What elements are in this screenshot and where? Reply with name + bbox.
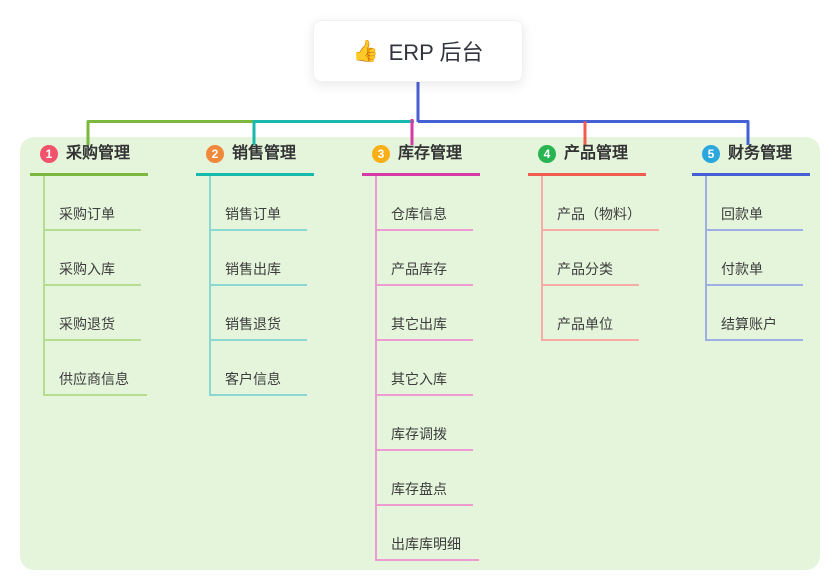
child-node-label: 库存调拨	[391, 426, 447, 442]
branch-title-label: 产品管理	[564, 145, 629, 162]
child-node-label: 供应商信息	[59, 371, 129, 387]
child-node[interactable]: 产品单位	[543, 286, 639, 341]
branch-node: 1 采购管理 采购订单 采购入库 采购退货 供应商信息	[30, 144, 200, 396]
child-node-label: 出库库明细	[391, 536, 461, 552]
child-node-label: 产品分类	[557, 261, 613, 277]
child-node[interactable]: 销售退货	[211, 286, 307, 341]
child-node[interactable]: 采购订单	[45, 176, 141, 231]
branch-number-badge: 2	[206, 145, 224, 163]
child-node[interactable]: 采购入库	[45, 231, 141, 286]
child-node[interactable]: 出库库明细	[377, 506, 479, 561]
child-node-label: 产品（物料）	[557, 206, 641, 222]
child-node[interactable]: 产品（物料）	[543, 176, 659, 231]
child-node[interactable]: 其它出库	[377, 286, 473, 341]
child-node-label: 产品库存	[391, 261, 447, 277]
child-node-label: 客户信息	[225, 371, 281, 387]
branch-children: 仓库信息 产品库存 其它出库 其它入库 库存调拨 库存盘点 出库库明细	[375, 176, 532, 561]
branch-title-label: 采购管理	[66, 145, 131, 162]
branch-number-badge: 4	[538, 145, 556, 163]
branch-title-label: 销售管理	[232, 145, 297, 162]
child-node[interactable]: 库存盘点	[377, 451, 473, 506]
branch-node: 2 销售管理 销售订单 销售出库 销售退货 客户信息	[196, 144, 366, 396]
branch-children: 采购订单 采购入库 采购退货 供应商信息	[43, 176, 200, 396]
child-node-label: 采购入库	[59, 261, 115, 277]
child-node-label: 结算账户	[721, 316, 777, 332]
child-node-label: 付款单	[721, 261, 763, 277]
branches-panel	[20, 137, 820, 570]
child-node-label: 其它出库	[391, 316, 447, 332]
branch-title[interactable]: 4 产品管理	[528, 144, 646, 176]
child-node[interactable]: 结算账户	[707, 286, 803, 341]
child-node-label: 回款单	[721, 206, 763, 222]
child-node-label: 仓库信息	[391, 206, 447, 222]
branch-title[interactable]: 5 财务管理	[692, 144, 810, 176]
child-node-label: 产品单位	[557, 316, 613, 332]
branch-number-badge: 1	[40, 145, 58, 163]
child-node[interactable]: 客户信息	[211, 341, 307, 396]
branch-title[interactable]: 3 库存管理	[362, 144, 480, 176]
child-node[interactable]: 付款单	[707, 231, 803, 286]
branch-number-badge: 5	[702, 145, 720, 163]
child-node-label: 库存盘点	[391, 481, 447, 497]
child-node[interactable]: 回款单	[707, 176, 803, 231]
child-node-label: 采购退货	[59, 316, 115, 332]
child-node[interactable]: 销售出库	[211, 231, 307, 286]
branch-children: 销售订单 销售出库 销售退货 客户信息	[209, 176, 366, 396]
child-node-label: 销售订单	[225, 206, 281, 222]
branch-children: 产品（物料） 产品分类 产品单位	[541, 176, 698, 341]
root-node-label: ERP 后台	[388, 40, 484, 65]
child-node-label: 销售出库	[225, 261, 281, 277]
child-node[interactable]: 供应商信息	[45, 341, 147, 396]
branch-node: 4 产品管理 产品（物料） 产品分类 产品单位	[528, 144, 698, 341]
child-node[interactable]: 采购退货	[45, 286, 141, 341]
child-node-label: 其它入库	[391, 371, 447, 387]
child-node-label: 采购订单	[59, 206, 115, 222]
child-node[interactable]: 产品库存	[377, 231, 473, 286]
branch-title[interactable]: 1 采购管理	[30, 144, 148, 176]
child-node[interactable]: 销售订单	[211, 176, 307, 231]
child-node[interactable]: 仓库信息	[377, 176, 473, 231]
branch-title[interactable]: 2 销售管理	[196, 144, 314, 176]
thumbs-up-icon: 👍	[352, 39, 379, 63]
child-node-label: 销售退货	[225, 316, 281, 332]
root-node[interactable]: 👍 ERP 后台	[313, 20, 523, 82]
branch-node: 5 财务管理 回款单 付款单 结算账户	[692, 144, 839, 341]
branch-title-label: 库存管理	[398, 145, 463, 162]
branch-node: 3 库存管理 仓库信息 产品库存 其它出库 其它入库 库存调拨 库存盘点 出库库…	[362, 144, 532, 561]
branch-children: 回款单 付款单 结算账户	[705, 176, 839, 341]
child-node[interactable]: 其它入库	[377, 341, 473, 396]
child-node[interactable]: 产品分类	[543, 231, 639, 286]
child-node[interactable]: 库存调拨	[377, 396, 473, 451]
branch-number-badge: 3	[372, 145, 390, 163]
branch-title-label: 财务管理	[728, 145, 793, 162]
